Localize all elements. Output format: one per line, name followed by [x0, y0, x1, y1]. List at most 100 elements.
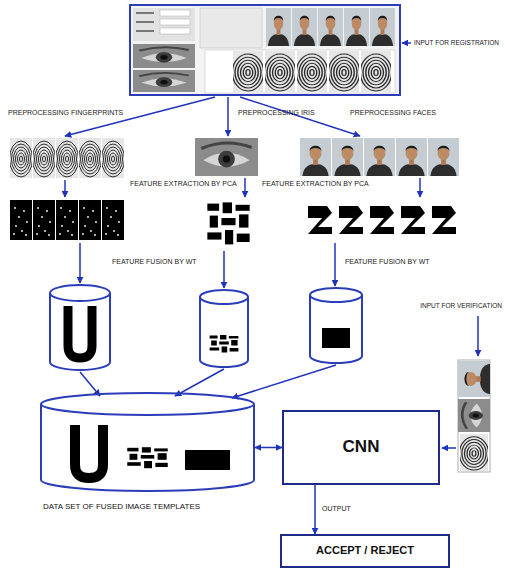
iris-store [200, 290, 248, 367]
face-image [396, 138, 427, 176]
fused-template [322, 328, 350, 348]
fingerprint-image [459, 434, 488, 471]
feature-image [79, 200, 101, 240]
fingerprint-image [79, 138, 102, 178]
form-line [136, 21, 154, 23]
fused-template [125, 446, 170, 470]
face-image [292, 8, 317, 46]
face-image [364, 138, 395, 176]
face-image [332, 138, 363, 176]
registration-panel [130, 5, 400, 95]
flow-arrow [232, 365, 336, 398]
flow-arrow [334, 243, 336, 286]
input-arrow [402, 42, 411, 44]
cylinder-outline [40, 392, 255, 492]
eye-image [133, 70, 195, 92]
input-arrow [442, 447, 456, 449]
cylinder-shape [310, 288, 362, 363]
eye-image [133, 44, 195, 68]
flow-arrow [244, 178, 246, 197]
cylinder-shape [200, 290, 248, 367]
feature-image [56, 200, 78, 240]
feature-image [305, 200, 335, 240]
cylinder-rim [200, 297, 248, 304]
fingerprint-store [50, 285, 110, 370]
flow-arrow [240, 97, 360, 136]
fingerprint-image [360, 51, 391, 92]
connector-label: OUTPUT [320, 505, 353, 513]
face-image [318, 8, 343, 46]
input-label: INPUT FOR VERIFICATION [420, 302, 502, 310]
fused-template [68, 306, 92, 358]
cylinder-rim [50, 293, 110, 301]
fingerprint-area [205, 50, 395, 93]
feature-image [398, 200, 428, 240]
face-store [310, 288, 362, 363]
input-frame [458, 360, 490, 472]
connector-arrow [314, 485, 316, 534]
fingerprint-image [232, 51, 263, 92]
step-label: FEATURE EXTRACTION BY PCA [262, 180, 369, 188]
fused-template [185, 450, 230, 470]
dataset-templates [75, 425, 230, 478]
fingerprint-image [56, 138, 79, 178]
feature-image [33, 200, 55, 240]
process-label: CNN [343, 437, 380, 457]
fingerprint-image [264, 51, 295, 92]
step-label: FEATURE EXTRACTION BY PCA [130, 180, 237, 188]
output-box: ACCEPT / REJECT [280, 534, 450, 568]
feature-image [429, 200, 459, 240]
fingerprint-image [102, 138, 125, 178]
step-label: PREPROCESSING FINGERPRINTS [8, 109, 123, 117]
form-field [160, 19, 190, 25]
preprocessed-iris [195, 138, 258, 176]
process-box: CNN [282, 410, 440, 485]
feature-image [367, 200, 397, 240]
face-image [458, 361, 490, 397]
face-image [458, 361, 490, 397]
fingerprint-image [10, 138, 33, 178]
cylinder-shape [41, 393, 254, 491]
face-features [305, 200, 459, 240]
flow-arrow [175, 369, 224, 396]
face-image [370, 8, 395, 46]
cylinder-rim [41, 404, 254, 415]
verification-input [458, 360, 490, 472]
fingerprint-image [296, 51, 327, 92]
flow-arrow [419, 178, 421, 197]
form-field [160, 28, 190, 34]
input-label: INPUT FOR REGISTRATION [414, 39, 499, 47]
preprocessed-fingerprints [10, 138, 125, 178]
face-image [300, 138, 331, 176]
preprocessed-faces [300, 138, 459, 176]
flow-arrows [65, 43, 478, 448]
step-label: PREPROCESSING IRIS [238, 109, 315, 117]
flow-arrow [79, 243, 81, 283]
connector-arrow [255, 447, 282, 449]
fused-template [208, 334, 240, 354]
input-arrow [477, 316, 479, 356]
form-line [136, 12, 154, 14]
photo-area [200, 8, 262, 48]
output-label: ACCEPT / REJECT [316, 544, 414, 557]
fingerprint-image [328, 51, 359, 92]
form-line [136, 30, 154, 32]
eye-image [458, 399, 490, 432]
face-image [344, 8, 369, 46]
fingerprint-image [33, 138, 56, 178]
feature-image [336, 200, 366, 240]
fused-template [75, 425, 103, 478]
flow-arrow [227, 97, 229, 136]
face-image [428, 138, 459, 176]
form-field [160, 10, 190, 16]
form-area [133, 8, 195, 41]
database-cylinder: DATA SET OF FUSED IMAGE TEMPLATES [40, 392, 255, 513]
feature-image [102, 200, 124, 240]
step-label: FEATURE FUSION BY WT [112, 258, 197, 266]
flow-arrow [64, 180, 66, 197]
flow-arrow [65, 97, 215, 136]
fingerprint-features [10, 200, 124, 240]
step-label: PREPROCESSING FACES [350, 109, 436, 117]
